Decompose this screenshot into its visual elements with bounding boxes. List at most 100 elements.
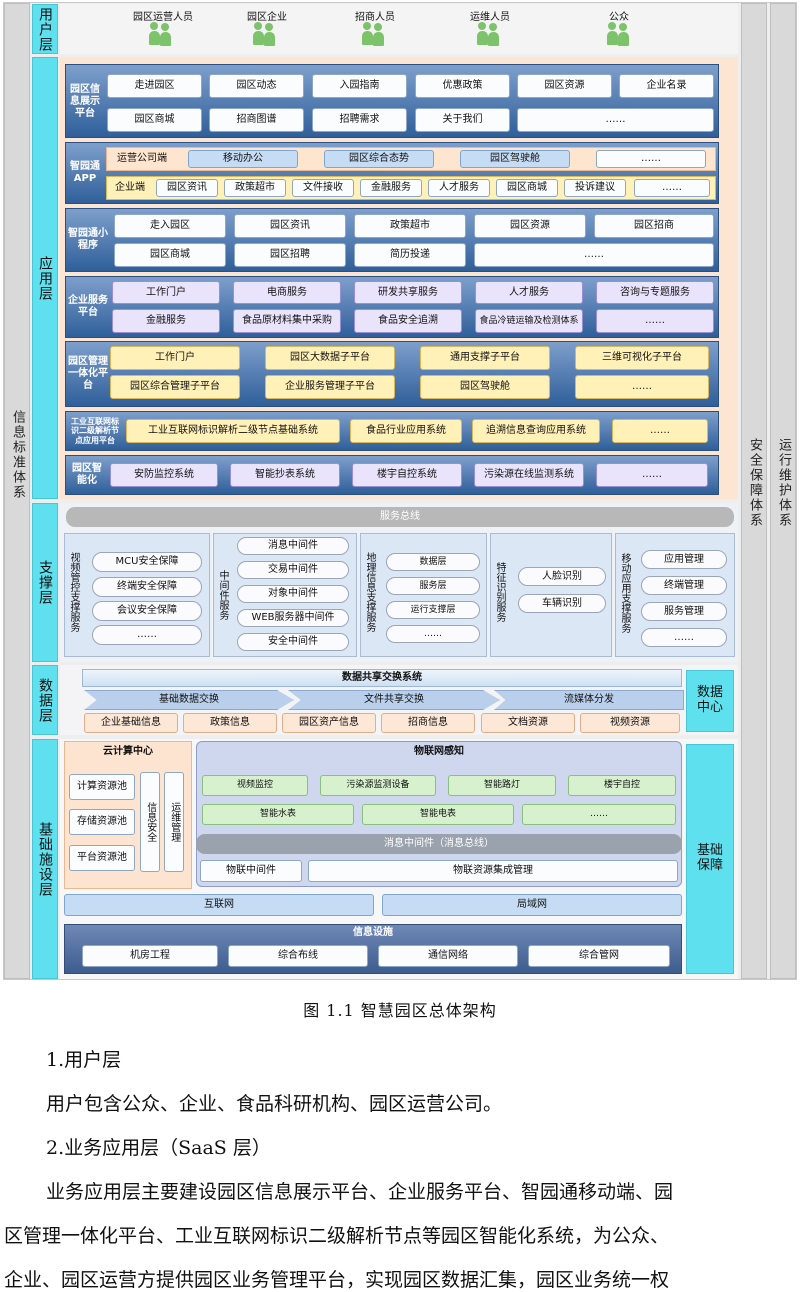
data-resource: 文档资源: [481, 713, 575, 733]
feature-item: 车辆识别: [518, 594, 606, 613]
nav-box: 园区商城: [107, 108, 202, 132]
geo-item: 服务层: [386, 577, 480, 595]
exchange-item: 流媒体分发: [494, 690, 684, 710]
enterprise-item: 文件接收: [292, 179, 354, 197]
mobile-panel-label: 移动应用支撑服务: [619, 553, 630, 633]
smart-item: 安防监控系统: [110, 463, 218, 487]
nav-box: 园区动态: [209, 74, 304, 98]
enterprise-item: 园区资讯: [156, 179, 218, 197]
cloud-security: 信息安全: [140, 772, 160, 872]
section-heading-2: 2.业务应用层（SaaS 层）: [46, 1137, 271, 1159]
iot-device: ……: [522, 804, 676, 825]
mini-item: 政策超市: [354, 214, 466, 238]
iot-middleware: 物联中间件: [200, 860, 302, 882]
iot-title: 物联网感知: [414, 746, 464, 758]
user-name: 招商人员: [355, 12, 395, 23]
user-name: 园区企业: [247, 12, 287, 23]
mini-item: 园区商城: [114, 243, 226, 267]
service-item: 食品冷链运输及检测体系: [475, 309, 583, 333]
iot-integration: 物联资源集成管理: [308, 860, 678, 882]
iot-device: 智能水表: [202, 804, 354, 825]
nav-box: 招商图谱: [209, 108, 304, 132]
data-resource: 招商信息: [381, 713, 475, 733]
mini-platform-label: 智园通小程序: [68, 228, 108, 251]
support-layer-label: 支撑层: [32, 503, 58, 662]
cloud-pool: 计算资源池: [69, 774, 135, 800]
mini-item: 园区招商: [594, 214, 714, 238]
middleware-item: 对象中间件: [237, 585, 349, 603]
mgmt-platform-label: 园区管理一体化平台: [68, 356, 108, 391]
iot-device: 智能电表: [362, 804, 514, 825]
exchange-title: 数据共享交换系统: [82, 669, 682, 687]
iot-device: 楼宇自控: [568, 775, 676, 796]
service-platform-label: 企业服务平台: [68, 295, 108, 318]
iot-device: 智能路灯: [448, 775, 556, 796]
data-layer-label: 数据层: [32, 665, 58, 735]
service-item: 工作门户: [112, 281, 220, 304]
data-resource: 企业基础信息: [84, 713, 178, 733]
mgmt-item: 园区综合管理子平台: [110, 375, 240, 399]
mgmt-item: 园区大数据子平台: [265, 346, 395, 370]
app-layer-label: 应用层: [32, 57, 58, 499]
mobile-item: 服务管理: [641, 602, 727, 621]
security-label: 安全保障体系: [747, 438, 762, 528]
mgmt-item: ……: [575, 375, 709, 399]
service-item: 电商服务: [233, 281, 341, 304]
facility-item: 综合管网: [528, 945, 670, 967]
smart-item: 污染源在线监测系统: [474, 463, 584, 487]
service-item: 人才服务: [475, 281, 583, 304]
iiot-platform-label: 工业互联网标识二级解析节点应用平台: [71, 416, 119, 445]
enterprise-item: ……: [634, 179, 710, 197]
section-heading-1: 1.用户层: [46, 1049, 122, 1071]
people-icon: [362, 22, 384, 48]
security-column: [741, 3, 767, 979]
service-item: 食品安全追溯: [354, 309, 462, 333]
lan-bar: 局域网: [382, 894, 682, 916]
geo-panel-label: 地理信息支撑服务: [364, 552, 375, 632]
service-item: 金融服务: [112, 309, 220, 333]
user-layer-label: 用户层: [32, 4, 58, 54]
data-resource: 政策信息: [183, 713, 277, 733]
video-panel-label: 视频管控支撑服务: [68, 552, 79, 632]
figure-caption: 图 1.1 智慧园区总体架构: [303, 1001, 497, 1020]
service-item: 食品原材料集中采购: [233, 309, 341, 333]
paragraph-2-line-1: 业务应用层主要建设园区信息展示平台、企业服务平台、智园通移动端、园: [46, 1181, 674, 1203]
internet-bar: 互联网: [64, 894, 374, 916]
exchange-item: 基础数据交换: [84, 690, 294, 710]
video-item: 会议安全保障: [92, 601, 202, 621]
user-name: 运维人员: [470, 12, 510, 23]
operator-item: 园区驾驶舱: [460, 150, 570, 168]
service-item: 咨询与专题服务: [596, 281, 714, 304]
iot-message-bus: 消息中间件（消息总线）: [196, 834, 682, 854]
cloud-pool: 平台资源池: [69, 845, 135, 871]
data-resource: 园区资产信息: [282, 713, 376, 733]
info-platform-label: 园区信息展示平台: [70, 84, 100, 119]
mini-item: 园区资源: [474, 214, 586, 238]
people-icon: [149, 22, 171, 48]
middleware-item: 安全中间件: [237, 633, 349, 651]
mobile-item: 应用管理: [641, 550, 727, 569]
base-guarantee: 基础保障: [686, 744, 734, 974]
nav-box: 招聘需求: [312, 108, 407, 132]
smart-item: 楼宇自控系统: [352, 463, 462, 487]
people-icon: [607, 22, 629, 48]
cloud-ops: 运维管理: [164, 772, 184, 872]
mgmt-item: 园区驾驶舱: [420, 375, 550, 399]
geo-item: 数据层: [386, 553, 480, 571]
middleware-panel-label: 中间件服务: [217, 570, 228, 620]
mgmt-item: 通用支撑子平台: [420, 346, 550, 370]
service-item: 研发共享服务: [354, 281, 462, 304]
app-platform-label: 智园通APP: [70, 161, 100, 184]
infra-layer-label: 基础施设层: [32, 739, 58, 979]
facility-item: 机房工程: [82, 945, 218, 967]
iot-device: 污染源监测设备: [320, 775, 436, 796]
mobile-item: 终端管理: [641, 576, 727, 595]
video-item: 终端安全保障: [92, 577, 202, 597]
operator-item: ……: [596, 150, 706, 168]
nav-box: 企业名录: [619, 74, 714, 98]
service-item: ……: [596, 309, 714, 333]
mini-item: 走入园区: [114, 214, 226, 238]
mini-item: 简历投递: [354, 243, 466, 267]
mgmt-item: 工作门户: [110, 346, 240, 370]
enterprise-item: 园区商城: [496, 179, 558, 197]
